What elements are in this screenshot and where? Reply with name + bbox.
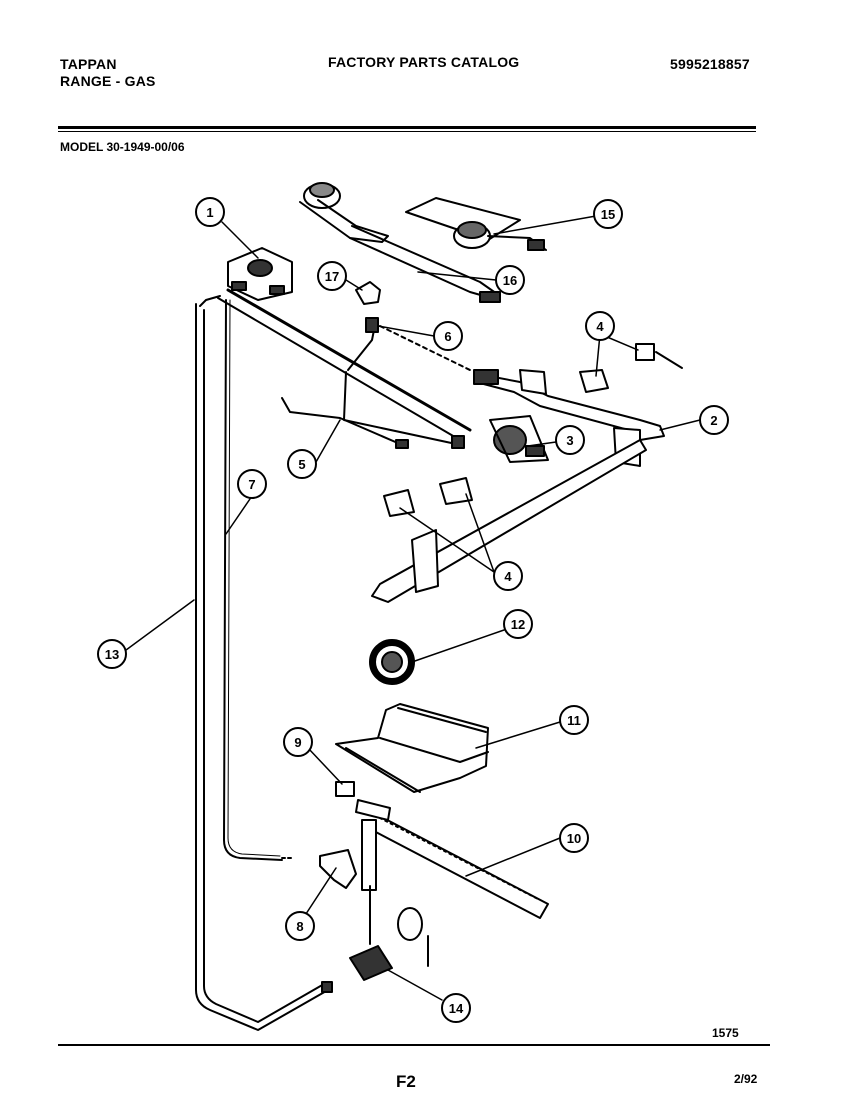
catalog-number: 5995218857 — [670, 56, 750, 72]
svg-text:6: 6 — [444, 329, 451, 344]
product-type: RANGE - GAS — [60, 73, 156, 89]
svg-text:8: 8 — [296, 919, 303, 934]
burner-cap-part — [299, 182, 501, 303]
model-number: MODEL 30-1949-00/06 — [60, 140, 185, 154]
svg-text:1: 1 — [206, 205, 213, 220]
svg-text:9: 9 — [294, 735, 301, 750]
catalog-title: FACTORY PARTS CATALOG — [328, 54, 520, 70]
bracket-9-part — [335, 781, 355, 797]
svg-text:11: 11 — [567, 713, 581, 728]
valve-8-part — [319, 819, 377, 891]
valve-block-part — [227, 247, 293, 301]
brand-name: TAPPAN — [60, 56, 117, 72]
svg-text:17: 17 — [325, 269, 339, 284]
svg-text:12: 12 — [511, 617, 525, 632]
callout-8: 8 — [285, 911, 315, 941]
svg-text:5: 5 — [298, 457, 305, 472]
callout-4-upper: 4 — [585, 311, 615, 341]
header-rule — [58, 126, 756, 129]
baffle-part — [335, 703, 489, 793]
revision-date: 2/92 — [734, 1072, 758, 1086]
callout-2: 2 — [699, 405, 729, 435]
page-label: F2 — [396, 1072, 416, 1091]
thermocouple-part — [281, 329, 465, 449]
burner-tube-part — [355, 799, 549, 919]
callout-11: 11 — [559, 705, 589, 735]
valve-4-upper-part — [579, 343, 683, 393]
callout-15: 15 — [593, 199, 623, 229]
callout-group: 1 2 3 4 4 5 6 7 8 9 10 11 12 13 14 15 16… — [97, 197, 729, 1023]
svg-text:4: 4 — [504, 569, 512, 584]
header-rule-thin — [58, 131, 756, 132]
callout-13: 13 — [97, 639, 127, 669]
orifice-6-part — [365, 317, 471, 371]
burner-part — [405, 197, 547, 251]
valve-14-part — [349, 885, 429, 981]
callout-3: 3 — [555, 425, 585, 455]
footer-rule — [58, 1044, 770, 1046]
valve-4-lower-part — [383, 477, 473, 517]
callout-14: 14 — [441, 993, 471, 1023]
callout-5: 5 — [287, 449, 317, 479]
long-tube-part — [195, 303, 333, 1031]
svg-text:2: 2 — [710, 413, 717, 428]
callout-1: 1 — [195, 197, 225, 227]
svg-text:14: 14 — [449, 1001, 464, 1016]
callout-9: 9 — [283, 727, 313, 757]
callout-16: 16 — [495, 265, 525, 295]
callout-17: 17 — [317, 261, 347, 291]
svg-text:10: 10 — [567, 831, 581, 846]
callout-7: 7 — [237, 469, 267, 499]
manifold-part — [371, 369, 665, 603]
leader-lines — [125, 215, 701, 1001]
svg-text:15: 15 — [601, 207, 615, 222]
tube-7-part — [223, 299, 295, 861]
bracket-17-part — [355, 281, 381, 305]
callout-6: 6 — [433, 321, 463, 351]
svg-text:13: 13 — [105, 647, 119, 662]
callout-10: 10 — [559, 823, 589, 853]
svg-text:16: 16 — [503, 273, 517, 288]
svg-text:3: 3 — [566, 433, 573, 448]
brand-block: TAPPAN RANGE - GAS — [60, 56, 156, 90]
callout-4-lower: 4 — [493, 561, 523, 591]
svg-text:7: 7 — [248, 477, 255, 492]
svg-text:4: 4 — [596, 319, 604, 334]
orifice-12-part — [369, 639, 415, 685]
drawing-number: 1575 — [712, 1026, 739, 1040]
valve-3-part — [489, 415, 549, 463]
callout-12: 12 — [503, 609, 533, 639]
